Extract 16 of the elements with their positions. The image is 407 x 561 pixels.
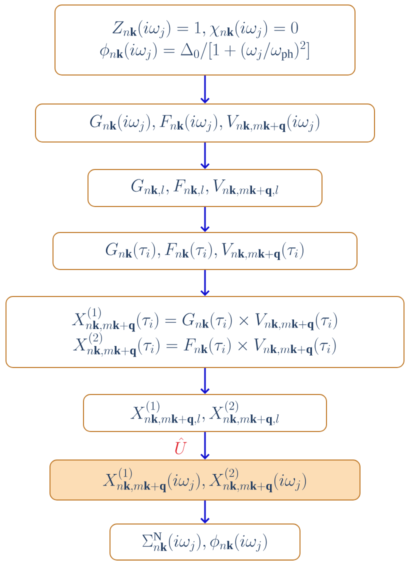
arrow (200, 500, 210, 524)
arrow (200, 368, 210, 394)
formula-box: $G_{n\mathbf{k}}(\tau_i), F_{n\mathbf{k}}(\tau_i), V_{n\mathbf{k},m\mathbf{k}+\mathbf{q}}(\tau_i)$ (52, 232, 358, 270)
arrow (200, 142, 210, 169)
formula-box: $X^{(1)}_{n\mathbf{k},m\mathbf{k}+\mathbf{q},l}, X^{(2)}_{n\mathbf{k},m\mathbf{k}+\mathbf{q},l}$ (83, 394, 327, 432)
formula-box: $G_{n\mathbf{k},l}, F_{n\mathbf{k},l}, V_{n\mathbf{k},m\mathbf{k}+\mathbf{q},l}$ (88, 169, 322, 207)
formula-box: $X^{(1)}_{n\mathbf{k},m\mathbf{k}+\mathbf{q}}(i\omega_j), X^{(2)}_{n\mathbf{k},m\mathbf{k}+\mathbf{q}}(i\omega_j)$ (50, 460, 360, 500)
formula-box: $G_{n\mathbf{k}}(i\omega_j), F_{n\mathbf{k}}(i\omega_j), V_{n\mathbf{k},m\mathbf{k}+\mathbf{q}}(i\omega_j)$ (35, 104, 375, 142)
arrow (200, 76, 210, 104)
arrow (200, 432, 210, 460)
formula-box: $Z_{n\mathbf{k}}(i\omega_j) = 1, \chi_{n\mathbf{k}}(i\omega_j) = 0$ $\phi_{n\mathbf{k}}(i\omega_j) = \Delta_0/[1 + (\omega_j/\omega_{\mathrm{ph}})^2]$ (54, 4, 356, 76)
formula-box: $\Sigma^{\mathrm{N}}_{n\mathbf{k}}(i\omega_j), \phi_{n\mathbf{k}}(i\omega_j)$ (110, 524, 300, 560)
arrow (200, 270, 210, 296)
edge-label: $\hat{U}$ (175, 438, 187, 454)
formula-box: $X^{(1)}_{n\mathbf{k},m\mathbf{k}+\mathbf{q}}(\tau_i) = G_{n\mathbf{k}}(\tau_i) \times V_{n\mathbf{k},m\mathbf{k}+\mathbf{q}}(\tau_i)$ $X^{(2)}_{n\mathbf{k},m\mathbf{k}+\mathbf{q}}(\tau_i) = F_{n\mathbf{k}}(\tau_i) \times V_{n\mathbf{k},m\mathbf{k}+\mathbf{q}}(\tau_i)$ (6, 296, 404, 368)
arrow (200, 207, 210, 232)
